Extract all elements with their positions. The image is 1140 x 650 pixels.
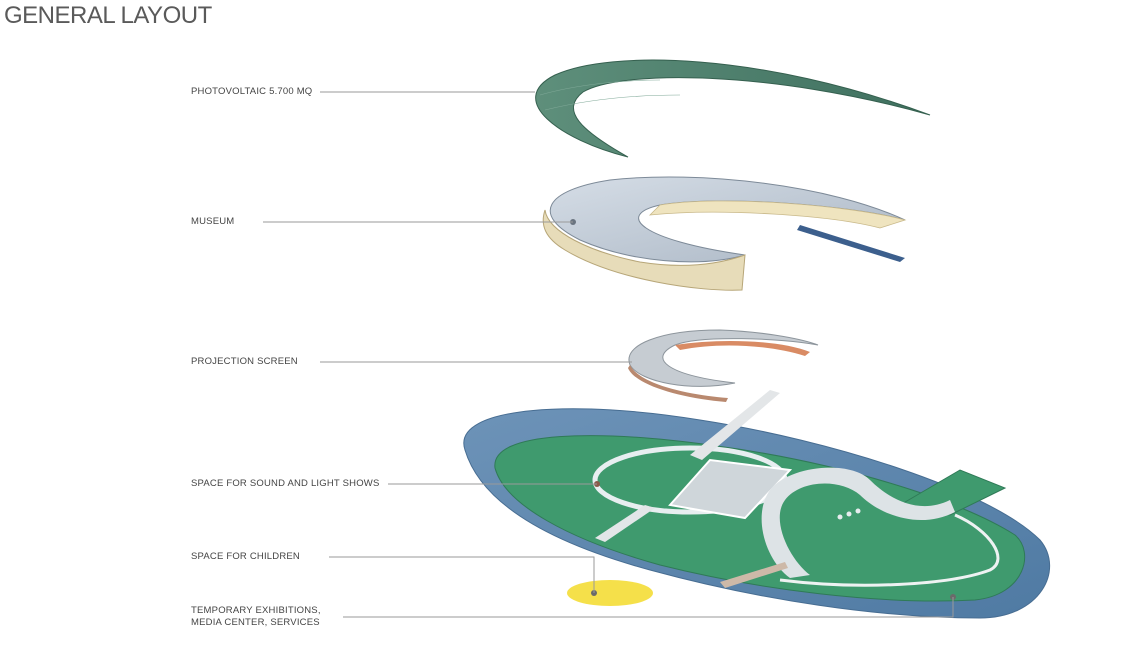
label-photovoltaic: PHOTOVOLTAIC 5.700 MQ [191, 86, 312, 98]
label-temporary-exhibitions-line1: TEMPORARY EXHIBITIONS, [191, 605, 321, 617]
photovoltaic-layer [536, 60, 930, 157]
label-sound-light-shows: SPACE FOR SOUND AND LIGHT SHOWS [191, 478, 380, 490]
label-museum: MUSEUM [191, 216, 234, 228]
label-temporary-exhibitions-line2: MEDIA CENTER, SERVICES [191, 617, 320, 629]
children-area [567, 580, 653, 606]
label-projection-screen: PROJECTION SCREEN [191, 356, 298, 368]
museum-layer [543, 177, 905, 290]
projection-screen-layer [628, 330, 818, 402]
base-layer [464, 390, 1050, 618]
label-space-for-children: SPACE FOR CHILDREN [191, 551, 300, 563]
